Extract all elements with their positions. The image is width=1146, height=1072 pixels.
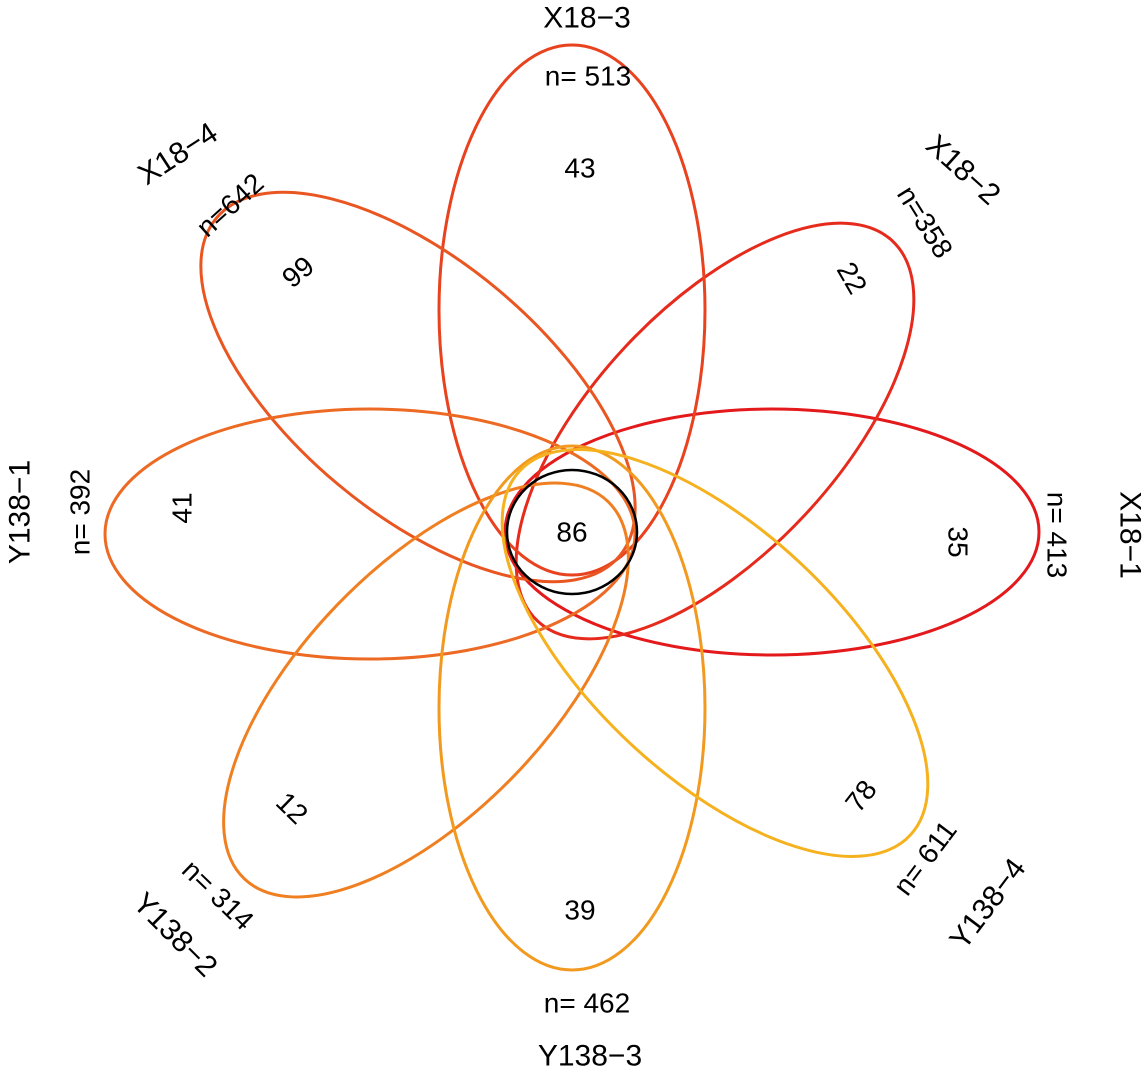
petals xyxy=(103,43,1041,972)
unique-count-y138-1: 41 xyxy=(167,492,198,523)
petal-y138-2 xyxy=(222,481,630,899)
set-label-y138-4: Y138−4 xyxy=(943,852,1032,955)
set-size-y138-4: n= 611 xyxy=(887,815,963,901)
core-circle xyxy=(505,468,639,596)
set-size-y138-3: n= 462 xyxy=(544,988,630,1019)
petal-y138-4 xyxy=(500,448,930,858)
petal-x18-3 xyxy=(437,43,707,577)
set-label-x18-3: X18−3 xyxy=(543,2,631,35)
set-size-x18-4: n=642 xyxy=(190,167,269,243)
unique-count-y138-2: 12 xyxy=(270,786,314,830)
petal-x18-2 xyxy=(514,221,916,641)
unique-count-x18-2: 22 xyxy=(831,257,873,299)
unique-count-y138-4: 78 xyxy=(839,774,883,818)
set-size-x18-1: n= 413 xyxy=(1042,492,1073,578)
core-count: 86 xyxy=(556,517,587,548)
set-label-y138-1: Y138−1 xyxy=(4,460,37,564)
petal-y138-3 xyxy=(437,444,707,972)
unique-count-y138-3: 39 xyxy=(564,895,595,926)
petal-y138-1 xyxy=(103,407,637,661)
set-label-y138-3: Y138−3 xyxy=(538,1040,642,1072)
petal-x18-1 xyxy=(503,407,1041,657)
unique-count-x18-4: 99 xyxy=(276,250,320,294)
petal-x18-4 xyxy=(199,190,637,584)
set-size-y138-1: n= 392 xyxy=(65,469,96,555)
unique-count-x18-1: 35 xyxy=(943,526,974,557)
set-label-x18-2: X18−2 xyxy=(919,128,1006,211)
set-label-x18-4: X18−4 xyxy=(132,116,223,191)
unique-count-x18-3: 43 xyxy=(564,153,595,184)
set-size-y138-2: n= 314 xyxy=(176,854,260,936)
set-size-x18-3: n= 513 xyxy=(545,61,631,92)
set-label-x18-1: X18−1 xyxy=(1114,491,1146,579)
